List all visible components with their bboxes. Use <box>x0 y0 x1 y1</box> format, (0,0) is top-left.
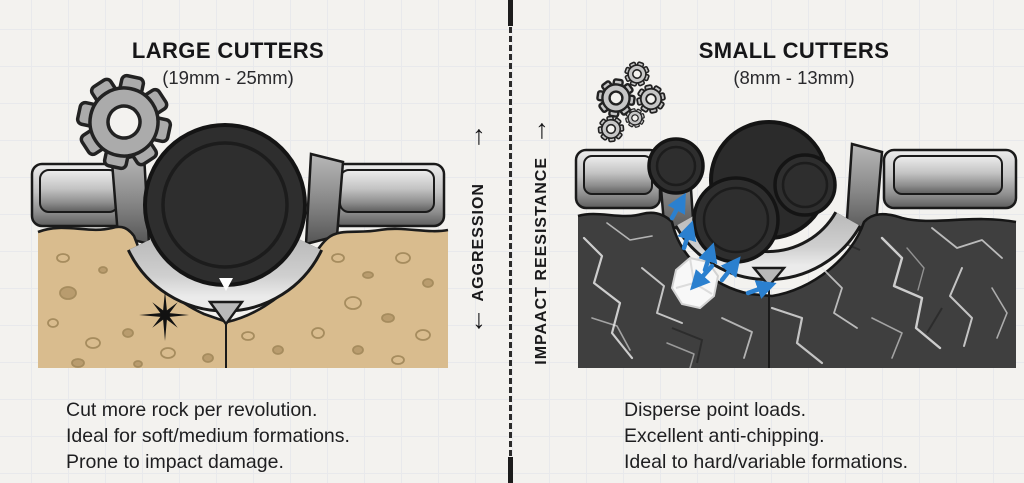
right-panel-subtitle: (8mm - 13mm) <box>733 67 855 88</box>
cutter-tip-notch <box>219 278 233 291</box>
aggression-label: AGGRESSION <box>470 183 487 302</box>
divider-top-cap <box>508 0 513 26</box>
large-cutter-disc <box>143 123 307 291</box>
left-title-block: LARGE CUTTERS (19mm - 25mm) <box>0 38 456 89</box>
bit-body <box>30 152 446 246</box>
impact-resistance-label: IMPAACT REESISTANCE <box>533 157 550 365</box>
gear-icon <box>75 73 173 171</box>
note-line: Ideal to hard/variable formations. <box>624 451 908 473</box>
load-dispersion-arrows <box>667 192 777 299</box>
note-line: Disperse point loads. <box>624 399 807 421</box>
small-cutter-illustration <box>574 120 1018 369</box>
cutter-saddle <box>127 236 323 368</box>
note-line: Prone to impact damage. <box>66 451 284 473</box>
left-panel-subtitle: (19mm - 25mm) <box>162 67 294 88</box>
pebbles <box>47 252 434 368</box>
small-cutter-discs <box>647 120 837 264</box>
right-title-block: SMALL CUTTERS (8mm - 13mm) <box>568 38 1020 89</box>
aggression-down-arrow-icon: ↓ <box>472 304 486 334</box>
left-panel-title: LARGE CUTTERS <box>131 38 325 63</box>
right-panel-title: SMALL CUTTERS <box>698 38 890 63</box>
note-line: Excellent anti-chipping. <box>624 425 825 447</box>
note-line: Cut more rock per revolution. <box>66 399 318 421</box>
center-divider-dashed-line <box>509 0 512 483</box>
gear-cluster-icon <box>594 58 669 144</box>
impact-star-icon <box>139 291 189 341</box>
right-panel-notes: Disperse point loads. Excellent anti-chi… <box>624 397 908 475</box>
formation-rock <box>577 211 1017 369</box>
impact-resistance-axis: IMPAACT REESISTANCE <box>525 150 559 372</box>
rock-veins <box>582 222 1008 369</box>
large-cutter-illustration <box>30 123 449 368</box>
aggression-up-arrow-icon: ↑ <box>472 120 486 150</box>
divider-bottom-cap <box>508 457 513 483</box>
bit-body <box>574 142 1018 236</box>
left-panel-notes: Cut more rock per revolution. Ideal for … <box>66 397 350 475</box>
note-line: Ideal for soft/medium formations. <box>66 425 350 447</box>
aggression-axis: AGGRESSION <box>462 170 496 315</box>
impact-resistance-up-arrow-icon: ↑ <box>535 114 549 144</box>
